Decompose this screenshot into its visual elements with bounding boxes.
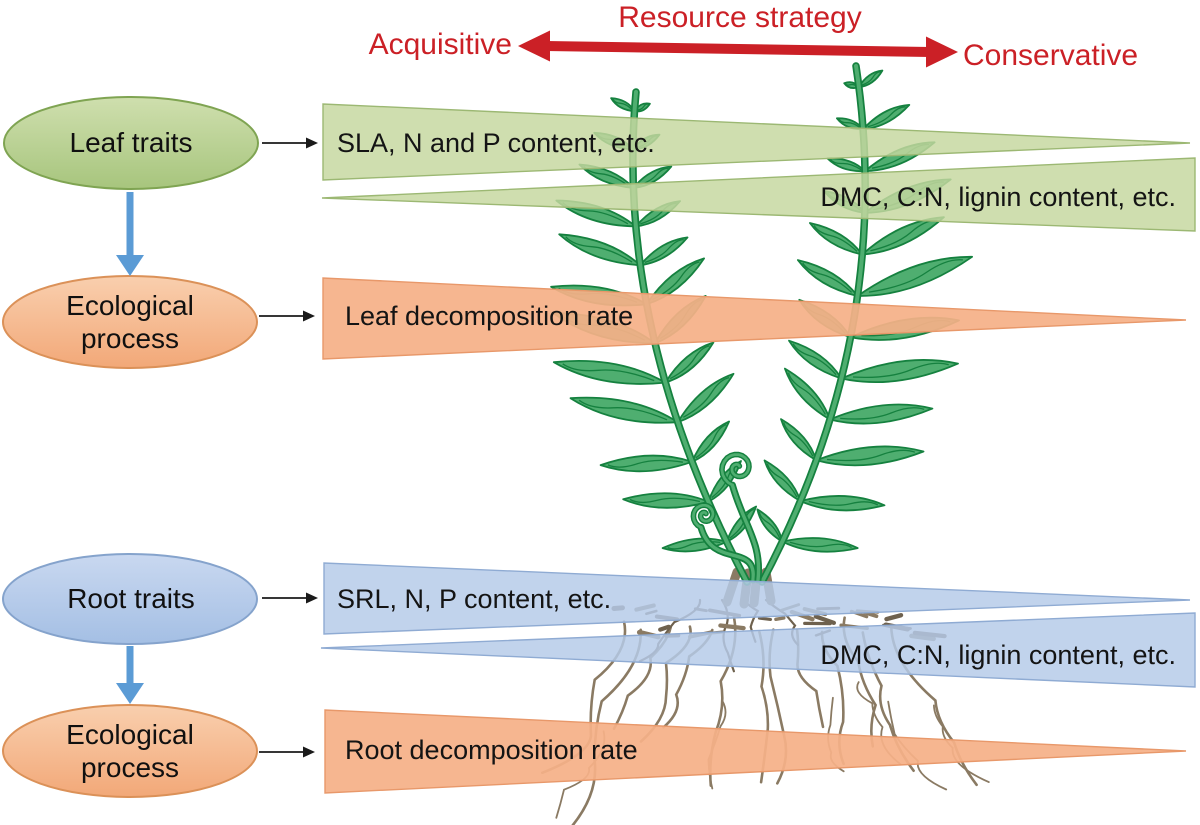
leaf-traits-node-label: Leaf traits <box>69 127 193 158</box>
root-acquisitive-wedge-label: SRL, N, P content, etc. <box>337 584 612 614</box>
flow-nodes <box>2 96 318 798</box>
leaf-process-line1: Ecological <box>66 290 194 321</box>
leaf-process-line2: process <box>80 323 180 354</box>
leaf-conservative-wedge-label: DMC, C:N, lignin content, etc. <box>820 182 1176 212</box>
root-process-connector-icon <box>259 746 315 758</box>
leaf-traits-connector-icon <box>262 137 318 149</box>
conservative-label: Conservative <box>963 39 1139 72</box>
leaf-process-node-label: Ecological process <box>4 289 256 355</box>
leaf-traits-node <box>3 96 259 190</box>
arrowhead-right-icon <box>926 36 958 68</box>
root-traits-node-label: Root traits <box>67 583 195 614</box>
root-process-line2: process <box>80 752 180 783</box>
resource-strategy-title: Resource strategy <box>618 1 862 34</box>
arrowhead-left-icon <box>518 30 550 62</box>
resource-strategy-arrow <box>518 30 958 68</box>
root-process-node <box>2 704 258 798</box>
root-conservative-wedge-label: DMC, C:N, lignin content, etc. <box>820 640 1176 670</box>
root-process-wedge-label: Root decomposition rate <box>345 735 638 765</box>
root-process-node-label: Ecological process <box>4 718 256 784</box>
root-process-line1: Ecological <box>66 719 194 750</box>
root-traits-connector-icon <box>262 592 318 604</box>
leaf-conservative-wedge <box>321 157 1196 232</box>
acquisitive-label: Acquisitive <box>368 28 512 61</box>
leaf-acquisitive-wedge-label: SLA, N and P content, etc. <box>337 128 655 158</box>
leaf-process-wedge-label: Leaf decomposition rate <box>345 301 634 331</box>
root-downarrow-icon <box>116 646 144 704</box>
root-traits-node <box>2 553 258 645</box>
leaf-downarrow-icon <box>116 192 144 276</box>
root-process-wedge <box>324 709 1187 794</box>
root-acquisitive-wedge <box>323 562 1191 635</box>
leaf-process-connector-icon <box>259 310 315 322</box>
leaf-process-wedge <box>322 277 1187 360</box>
root-conservative-wedge <box>320 612 1196 688</box>
leaf-acquisitive-wedge <box>322 103 1191 181</box>
trait-wedges <box>320 103 1196 794</box>
